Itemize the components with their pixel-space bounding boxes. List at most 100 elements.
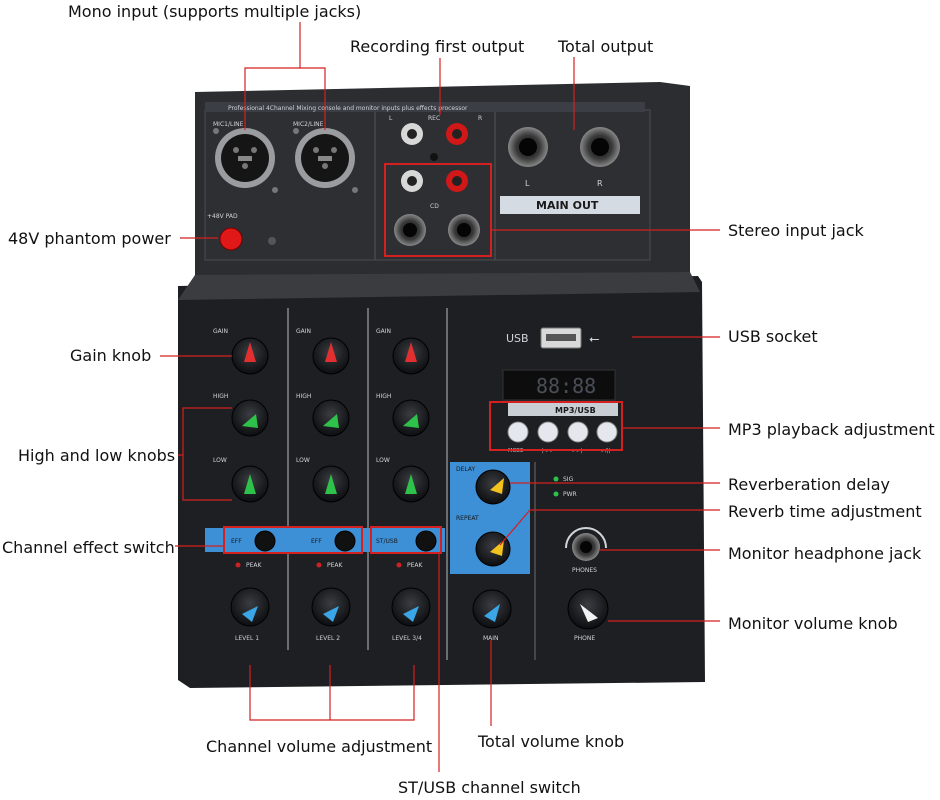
main-out-l: L [525, 179, 530, 188]
ch1-level-label: LEVEL 1 [235, 635, 259, 642]
ch1-eff-switch[interactable] [254, 530, 276, 552]
label-total-volume: Total volume knob [478, 732, 625, 751]
usb-text: USB [506, 332, 529, 345]
label-mono-input: Mono input (supports multiple jacks) [68, 2, 362, 21]
repeat-knob[interactable] [475, 531, 511, 567]
main-out-r: R [597, 179, 603, 188]
ch2-low-label: LOW [296, 457, 310, 464]
label-mp3-adjust: MP3 playback adjustment [728, 420, 935, 439]
rec-l: L [389, 115, 393, 122]
main-label: MAIN [483, 635, 499, 642]
mp3-mode-button[interactable] [507, 421, 529, 443]
reverb-section: DELAY REPEAT MAIN [450, 462, 530, 642]
main-out-label: MAIN OUT [536, 199, 599, 212]
label-high-low: High and low knobs [18, 446, 176, 465]
rec-label: REC [428, 115, 440, 122]
mp3-prev-button[interactable] [537, 421, 559, 443]
delay-label: DELAY [456, 466, 476, 473]
main-out-left-jack[interactable] [508, 127, 548, 167]
ch1-gain-label: GAIN [213, 328, 228, 335]
ch34-peak-led [396, 562, 402, 568]
mp3-badge: MP3/USB [555, 406, 596, 415]
rca-section: REC L R CD [389, 115, 482, 246]
pad-label: +48V PAD [207, 213, 238, 220]
pwr-label: PWR [563, 491, 577, 498]
main-knob[interactable] [472, 589, 512, 629]
label-channel-effect: Channel effect switch [2, 538, 175, 557]
ch1-low-knob[interactable] [231, 465, 269, 503]
rec-rca-right[interactable] [446, 123, 468, 145]
mic2-jack[interactable] [295, 128, 355, 188]
mic1-jack[interactable] [215, 128, 275, 188]
cd-label: CD [430, 203, 439, 210]
label-total-output: Total output [558, 37, 654, 56]
ch2-eff-label: EFF [311, 538, 322, 545]
leader-lines [160, 22, 720, 772]
ch34-level-knob[interactable] [391, 587, 431, 627]
monitor-section: SIG PWR PHONES PHONE [534, 462, 609, 660]
ch2-gain-label: GAIN [296, 328, 311, 335]
label-stereo-input: Stereo input jack [728, 221, 864, 240]
display-digits: 88:88 [536, 374, 596, 398]
label-reverb-time: Reverb time adjustment [728, 502, 922, 521]
ch2-eff-switch[interactable] [334, 530, 356, 552]
sig-label: SIG [563, 476, 574, 483]
led-display [502, 369, 616, 401]
label-phantom-power: 48V phantom power [8, 229, 171, 248]
rec-r: R [478, 115, 482, 122]
ch34-gain-knob[interactable] [392, 337, 430, 375]
ch2-level-knob[interactable] [311, 587, 351, 627]
label-channel-volume: Channel volume adjustment [206, 737, 433, 756]
ch1-peak-label: PEAK [246, 562, 263, 569]
ch2-high-label: HIGH [296, 393, 311, 400]
ch34-level-label: LEVEL 3/4 [392, 635, 422, 642]
phone-volume-knob[interactable] [567, 588, 609, 630]
device-header-text: Professional 4Channel Mixing console and… [228, 105, 468, 112]
channel-2: GAIN HIGH LOW PEAK LEVEL 2 [296, 328, 351, 642]
usb-mp3-section: USB ⭠ 88:88 MP3/USB MODE |<< >>| >/|| [502, 327, 618, 454]
channel-34: GAIN HIGH LOW PEAK LEVEL 3/4 [376, 328, 431, 642]
ch34-high-label: HIGH [376, 393, 391, 400]
ch34-low-knob[interactable] [392, 465, 430, 503]
phantom-power-button[interactable] [219, 227, 243, 251]
label-recording-output: Recording first output [350, 37, 525, 56]
headphone-jack[interactable] [572, 533, 600, 561]
mp3-next-button[interactable] [567, 421, 589, 443]
ch1-eff-label: EFF [231, 538, 242, 545]
ch2-low-knob[interactable] [312, 465, 350, 503]
stereo-jack-left[interactable] [394, 214, 426, 246]
ch2-high-knob[interactable] [312, 399, 350, 437]
sig-led [553, 476, 559, 482]
stereo-jack-right[interactable] [448, 214, 480, 246]
label-st-usb-switch: ST/USB channel switch [398, 778, 581, 797]
ch1-low-label: LOW [213, 457, 227, 464]
ch1-peak-led [235, 562, 241, 568]
pwr-led [553, 491, 559, 497]
phones-label: PHONES [572, 567, 597, 574]
ch1-high-label: HIGH [213, 393, 228, 400]
delay-knob[interactable] [475, 469, 511, 505]
cd-rca-left[interactable] [401, 170, 423, 192]
ch1-high-knob[interactable] [231, 399, 269, 437]
cd-rca-right[interactable] [446, 170, 468, 192]
ch1-gain-knob[interactable] [231, 337, 269, 375]
phone-label: PHONE [574, 635, 595, 642]
channel-1: GAIN HIGH LOW PEAK LEVEL 1 [213, 328, 270, 642]
ch2-peak-label: PEAK [327, 562, 344, 569]
ch34-high-knob[interactable] [392, 399, 430, 437]
ch2-gain-knob[interactable] [312, 337, 350, 375]
ch34-low-label: LOW [376, 457, 390, 464]
phantom-led [268, 237, 276, 245]
usb-symbol-icon: ⭠ [589, 332, 599, 347]
st-usb-switch[interactable] [415, 530, 437, 552]
ch34-peak-label: PEAK [407, 562, 424, 569]
main-out-right-jack[interactable] [580, 127, 620, 167]
label-reverb-delay: Reverberation delay [728, 475, 890, 494]
ch1-level-knob[interactable] [230, 587, 270, 627]
rec-rca-left[interactable] [401, 123, 423, 145]
mp3-play-button[interactable] [596, 421, 618, 443]
st-usb-label: ST/USB [376, 538, 398, 545]
mic-inputs: MIC1/LINE MIC2/LINE +48V PAD [207, 121, 358, 251]
label-monitor-volume: Monitor volume knob [728, 614, 898, 633]
